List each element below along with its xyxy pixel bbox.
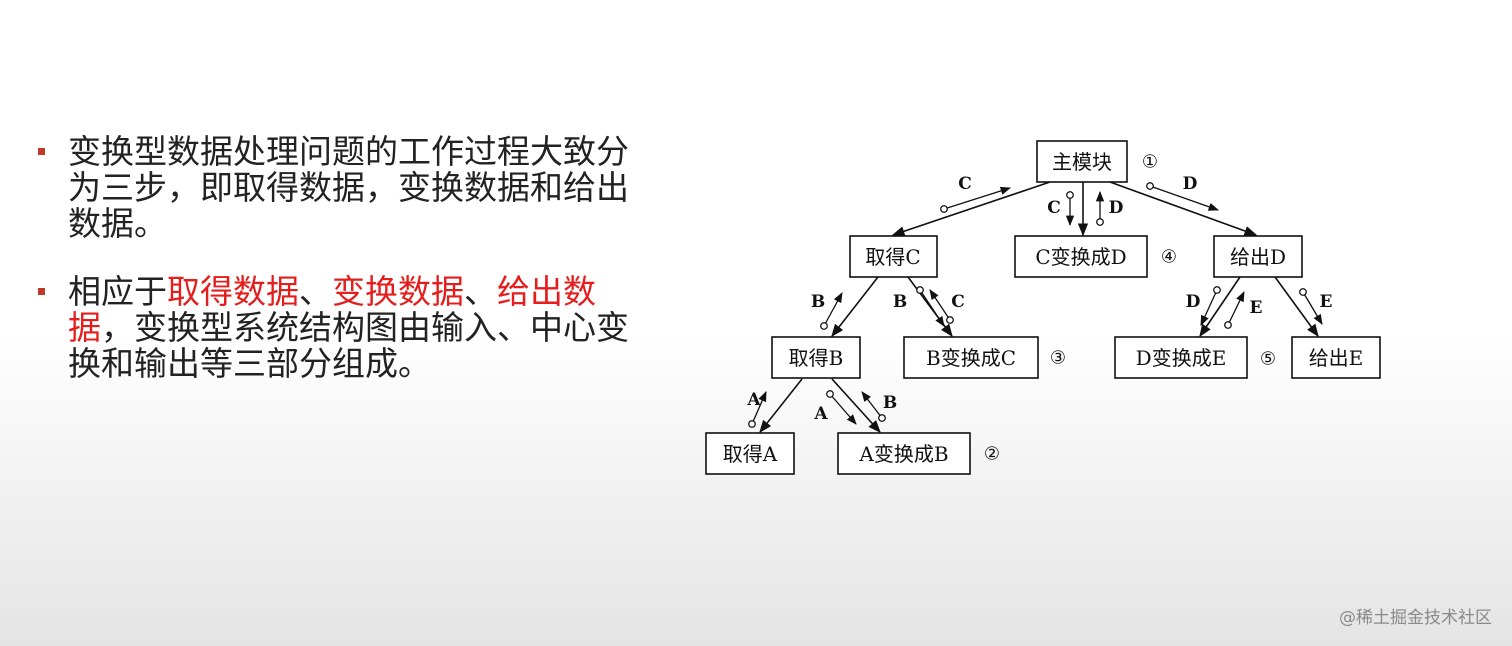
bullet-item-1: 变换型数据处理问题的工作过程大致分为三步，即取得数据，变换数据和给出数据。	[36, 134, 636, 242]
bullet-text-part: ，变换型系统结构图由输入、中心变换和输出等三部分组成。	[68, 308, 629, 383]
module-main-label: 主模块	[1052, 150, 1112, 174]
flow-label: E	[1320, 292, 1333, 312]
bullet-marker	[38, 148, 45, 155]
flow-label: A	[813, 404, 828, 424]
step-number-2: ②	[984, 444, 1000, 465]
flow-label: D	[1109, 198, 1124, 218]
flow-label: D	[1183, 174, 1198, 194]
flow-label: B	[883, 393, 897, 413]
bullet-text-part: 、	[299, 272, 332, 311]
flow-label: C	[951, 292, 965, 312]
edges	[759, 181, 1319, 434]
module-b-to-c-label: B变换成C	[926, 346, 1016, 370]
flow-arrow-c-up-2	[929, 289, 954, 324]
bullet-text-part: 相应于	[68, 272, 167, 311]
module-out-e: 给出E	[1291, 336, 1381, 379]
module-out-d-label: 给出D	[1230, 245, 1286, 269]
step-number-3: ③	[1050, 348, 1066, 369]
module-main: 主模块	[1036, 140, 1128, 183]
step-number-4: ④	[1161, 247, 1177, 268]
edge-getb-geta	[759, 378, 803, 434]
highlight-output-data: 给出数据	[68, 272, 596, 347]
flow-label: B	[811, 292, 825, 312]
flow-arrow-b-up	[820, 292, 843, 330]
step-number-5: ⑤	[1260, 349, 1276, 370]
flow-arrow-e-up	[1224, 291, 1245, 329]
bullet-list: 变换型数据处理问题的工作过程大致分为三步，即取得数据，变换数据和给出数据。 相应…	[36, 134, 636, 414]
module-d-to-e-label: D变换成E	[1136, 346, 1227, 370]
step-number-1: ①	[1142, 152, 1158, 173]
highlight-transform-data: 变换数据	[332, 272, 464, 311]
bullet-item-2: 相应于取得数据、变换数据、给出数据，变换型系统结构图由输入、中心变换和输出等三部…	[36, 274, 636, 382]
bullet-marker	[38, 288, 45, 295]
flow-label: D	[1186, 292, 1201, 312]
edge-outd-oute	[1274, 276, 1319, 338]
module-d-to-e: D变换成E	[1114, 336, 1248, 379]
module-get-a-label: 取得A	[723, 442, 778, 466]
edge-getc-btoc	[907, 276, 953, 338]
flow-arrow-a-down	[826, 390, 857, 425]
module-get-a: 取得A	[705, 432, 795, 475]
flow-labels: C C D D B B C D E E A A B	[746, 174, 1332, 424]
module-get-c-label: 取得C	[865, 245, 920, 269]
module-b-to-c: B变换成C	[903, 336, 1039, 379]
flow-arrow-b-down	[916, 286, 945, 327]
module-a-to-b: A变换成B	[837, 432, 971, 475]
flow-arrow-a-up	[748, 391, 767, 428]
module-c-to-d: C变换成D	[1014, 235, 1148, 278]
edge-outd-dtoe	[1199, 276, 1241, 338]
flow-arrow-b-up-2	[861, 391, 886, 422]
watermark: @稀土掘金技术社区	[1339, 608, 1492, 628]
flow-arrow-c-up	[940, 186, 1011, 213]
bullet-text: 变换型数据处理问题的工作过程大致分为三步，即取得数据，变换数据和给出数据。	[68, 132, 629, 243]
flow-label: E	[1250, 298, 1263, 318]
flow-label: B	[893, 292, 907, 312]
edge-getc-getb	[831, 276, 879, 338]
module-get-c: 取得C	[849, 235, 938, 278]
module-a-to-b-label: A变换成B	[858, 442, 948, 466]
module-get-b-label: 取得B	[789, 346, 844, 370]
bullet-text-part: 、	[464, 272, 497, 311]
flow-arrow-e-up-2	[1299, 288, 1323, 325]
flow-label: C	[958, 174, 972, 194]
flow-arrow-d-down	[1146, 182, 1219, 211]
module-out-e-label: 给出E	[1309, 346, 1364, 370]
module-c-to-d-label: C变换成D	[1035, 245, 1126, 269]
module-get-b: 取得B	[771, 336, 861, 379]
flow-label: C	[1047, 198, 1061, 218]
highlight-get-data: 取得数据	[167, 272, 299, 311]
module-out-d: 给出D	[1213, 235, 1303, 278]
flow-label: A	[746, 390, 761, 410]
data-flow-arrows	[748, 182, 1323, 428]
flow-arrow-d-down-2	[1200, 286, 1221, 326]
